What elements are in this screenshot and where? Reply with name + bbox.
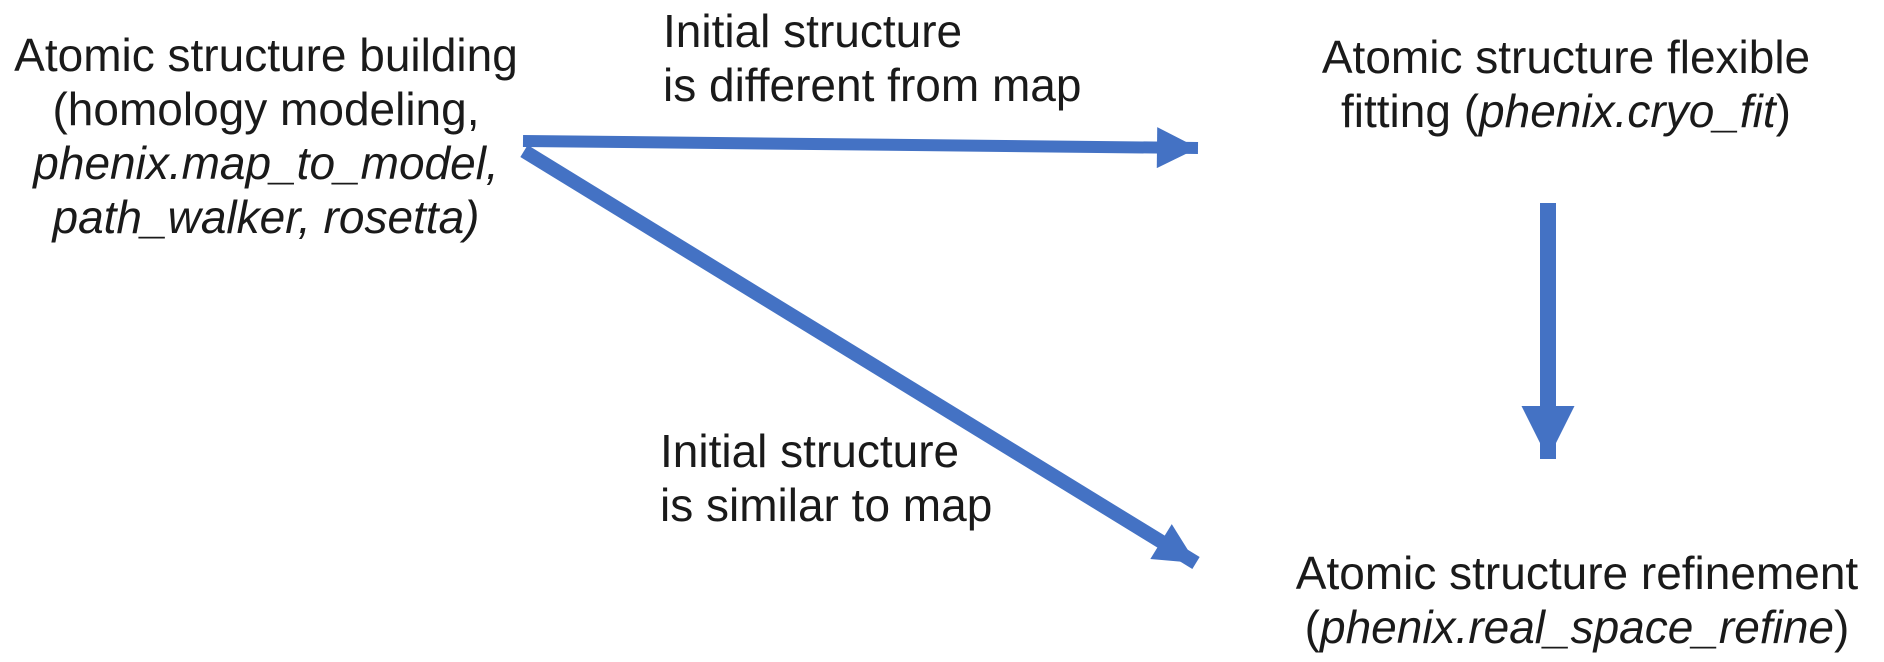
refinement-line2-suffix: ) — [1834, 601, 1850, 653]
flexible-fitting-block: Atomic structure flexible fitting (pheni… — [1280, 30, 1852, 138]
refinement-block: Atomic structure refinement (phenix.real… — [1270, 546, 1884, 654]
arrow-building-to-fitting — [522, 127, 1199, 169]
label-similar-line2: is similar to map — [660, 479, 993, 531]
label-different-line1: Initial structure — [663, 5, 963, 57]
label-structure-different: Initial structure is different from map — [663, 4, 1081, 112]
building-block-line2: (homology modeling, — [52, 83, 480, 135]
label-different-line2: is different from map — [663, 59, 1082, 111]
flexible-fitting-tool-name: phenix.cryo_fit — [1479, 85, 1776, 137]
arrow-building-to-refinement — [520, 145, 1200, 569]
building-block-line4: path_walker, rosetta) — [52, 191, 480, 243]
flexible-fitting-line1: Atomic structure flexible — [1321, 31, 1811, 83]
refinement-line2: (phenix.real_space_refine) — [1270, 600, 1884, 654]
refinement-tool-name: phenix.real_space_refine — [1319, 601, 1835, 653]
refinement-line1: Atomic structure refinement — [1295, 547, 1859, 599]
refinement-line2-prefix: ( — [1304, 601, 1320, 653]
flexible-fitting-line2-suffix: ) — [1775, 85, 1791, 137]
flexible-fitting-line2: fitting (phenix.cryo_fit) — [1280, 84, 1852, 138]
building-block-line3: phenix.map_to_model, — [33, 137, 499, 189]
label-similar-line1: Initial structure — [660, 425, 960, 477]
label-structure-similar: Initial structure is similar to map — [660, 424, 992, 532]
flexible-fitting-line2-prefix: fitting ( — [1341, 85, 1480, 137]
building-block: Atomic structure building (homology mode… — [6, 28, 526, 244]
building-block-line1: Atomic structure building — [14, 29, 518, 81]
